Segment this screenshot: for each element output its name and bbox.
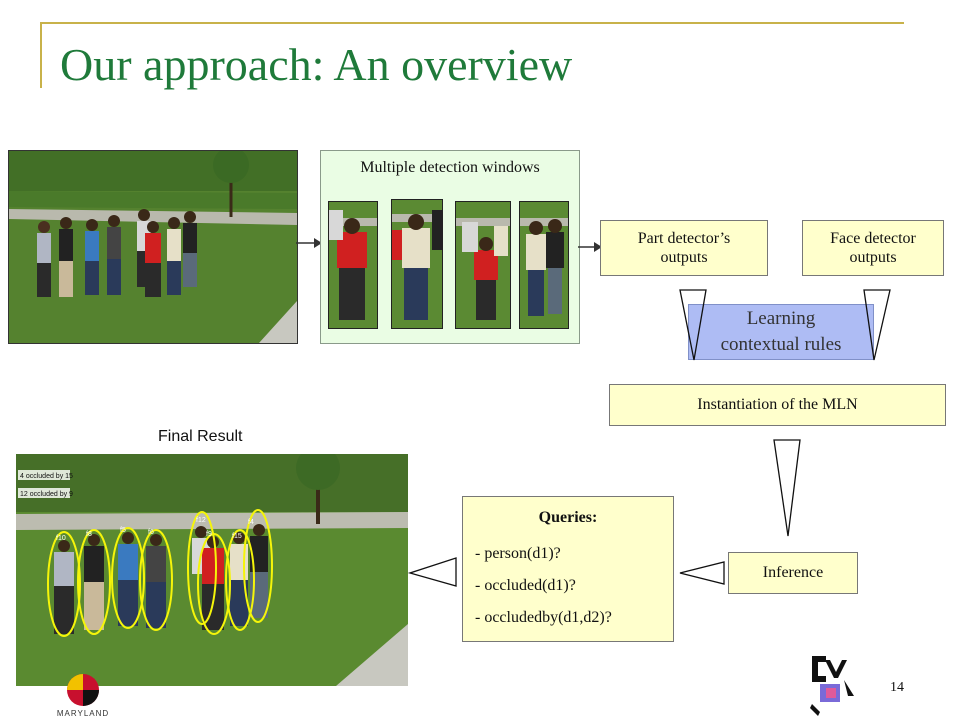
final-result-label: Final Result [158,428,243,445]
arrow-to-detections [296,238,322,248]
detection-ellipse [187,511,217,625]
detection-tag: f15 [232,533,242,540]
query-item: - occludedby(d1,d2)? [475,609,612,626]
detection-crop-2 [391,199,443,329]
detection-ellipse [197,533,231,635]
maryland-logo: MARYLAND [57,674,109,718]
detection-tag: f4 [248,519,254,526]
detection-ellipse [243,509,273,623]
detection-tag: f5 [120,527,126,534]
queries-box: Queries: - person(d1)? - occluded(d1)? -… [462,496,674,642]
arrow-mln-to-inference [773,439,801,537]
slide-title: Our approach: An overview [60,39,573,90]
face-detector-box: Face detector outputs [802,220,944,276]
mln-instantiation-box: Instantiation of the MLN [609,384,946,426]
annotation-occluded-1: 4 occluded by 15 [20,473,73,480]
detection-tag: f6 [148,529,154,536]
part-detector-box: Part detector’s outputs [600,220,768,276]
detection-crop-4-graphic [520,202,568,328]
detection-tag: f9 [206,531,212,538]
arrow-inference-to-queries [679,561,725,585]
inference-box: Inference [728,552,858,594]
arrow-to-part-detector [578,242,602,252]
detection-ellipse [225,529,255,631]
query-item: - person(d1)? [475,545,561,562]
learning-rules-box: Learning contextual rules [688,304,874,360]
lab-logo [810,656,854,716]
arrow-queries-to-result [407,557,457,587]
page-number: 14 [890,680,904,695]
detection-ellipse [47,531,81,637]
input-image [8,150,298,344]
final-result-graphic: 4 occluded by 15 12 occluded by 9 f10 f8 [16,454,408,686]
detection-windows-panel: Multiple detection windows [320,150,580,344]
final-result-image: 4 occluded by 15 12 occluded by 9 f10 f8 [16,454,408,686]
detection-windows-title: Multiple detection windows [360,159,540,176]
title-frame-top-line [40,22,904,24]
detection-tag: f12 [196,517,206,524]
detection-crop-2-graphic [392,200,442,328]
title-frame-left-line [40,22,42,88]
query-item: - occluded(d1)? [475,577,576,594]
detection-ellipse [139,529,173,631]
detection-tag: f10 [56,535,66,542]
input-image-graphic [9,151,297,343]
detection-crop-3-graphic [456,202,510,328]
queries-title: Queries: [538,509,598,526]
detection-crop-3 [455,201,511,329]
detection-tag: f8 [86,531,92,538]
detection-crop-1-graphic [329,202,377,328]
detection-crop-1 [328,201,378,329]
detection-ellipse [111,527,145,629]
detection-ellipse [77,529,111,635]
detection-crop-4 [519,201,569,329]
annotation-occluded-2: 12 occluded by 9 [20,491,73,498]
maryland-logo-text: MARYLAND [57,709,109,718]
